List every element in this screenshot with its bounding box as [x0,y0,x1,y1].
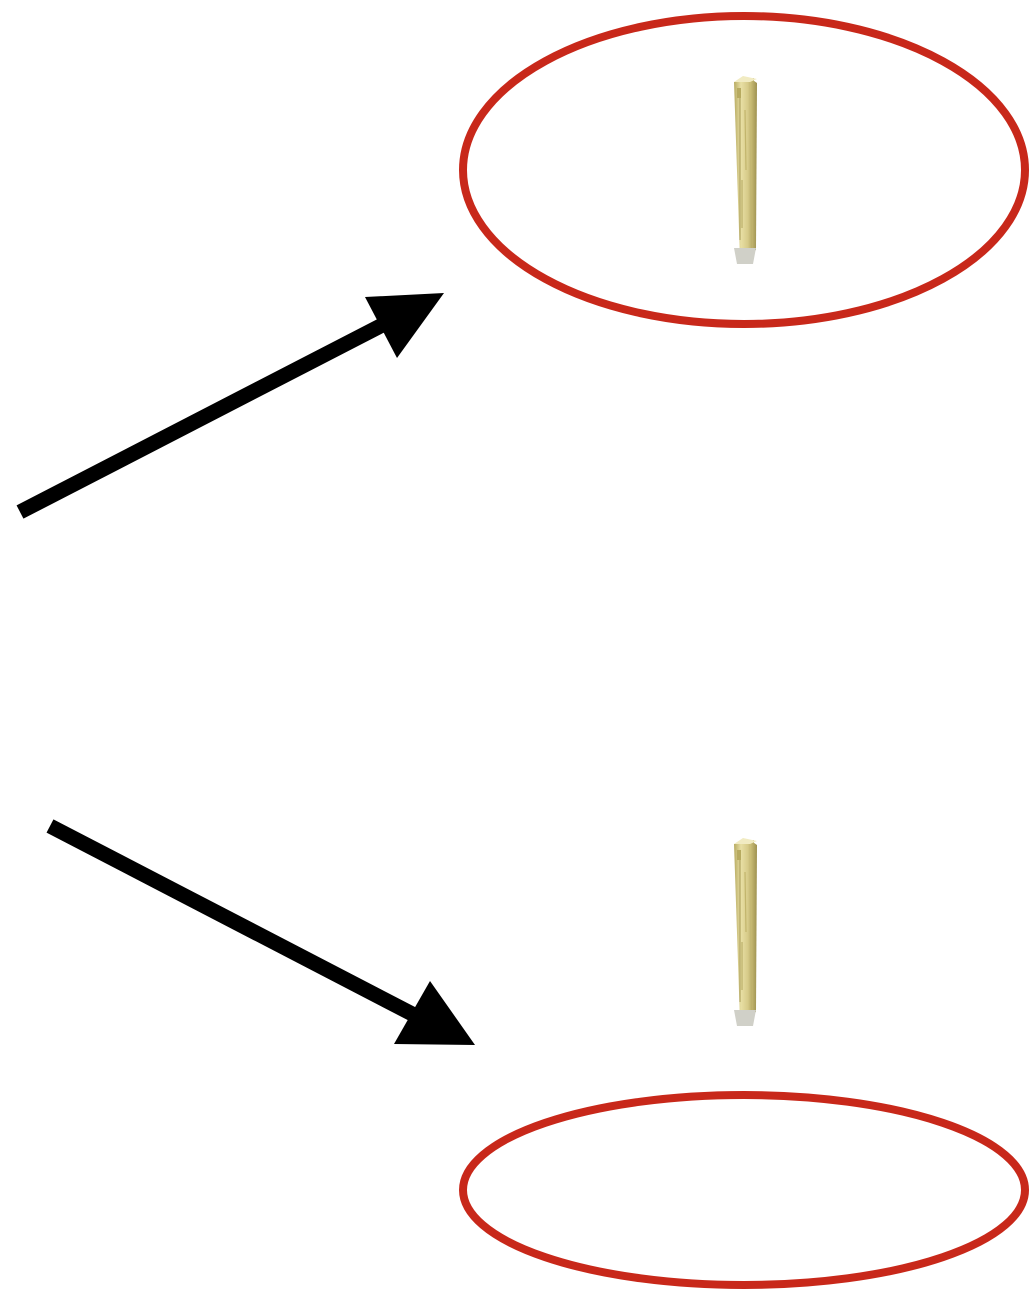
upper-arrow-head [365,293,444,358]
upper-wooden-stake-icon [734,76,757,264]
lower-ellipse [459,1091,1029,1289]
lower-arrow-head [394,981,475,1045]
lower-arrow [46,819,475,1045]
upper-ellipse [459,12,1029,328]
lower-wooden-stake-icon [734,838,757,1026]
upper-scene [459,12,1029,328]
upper-arrow [16,293,444,519]
lower-arrow-shaft [46,819,424,1025]
upper-arrow-shaft [16,313,396,519]
